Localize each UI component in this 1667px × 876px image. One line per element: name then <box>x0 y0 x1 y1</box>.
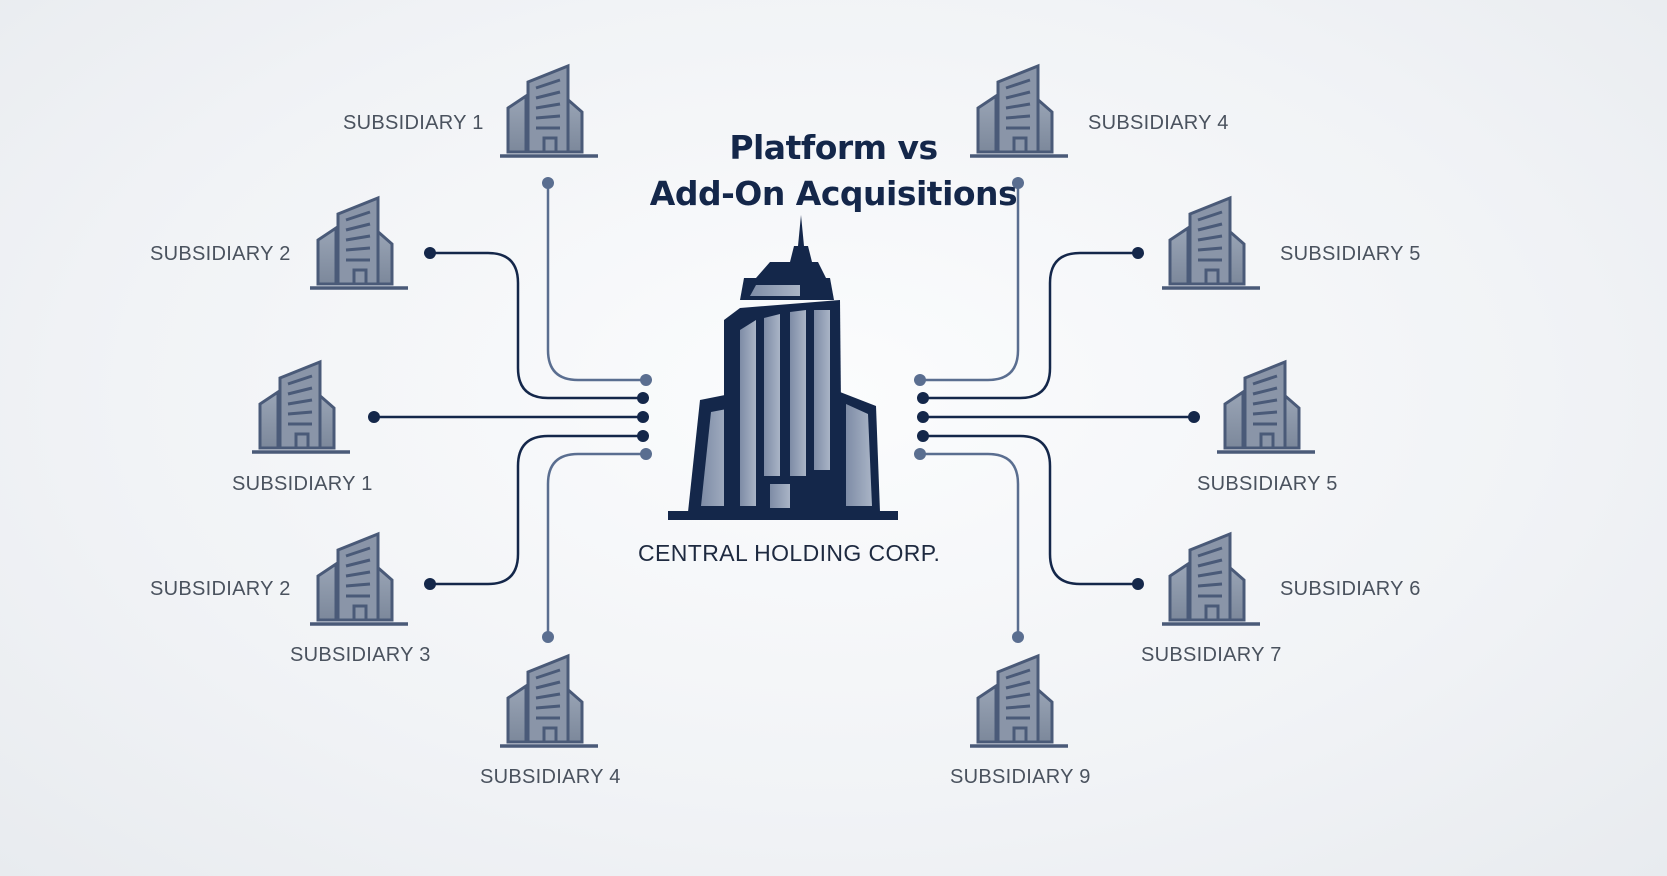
connector-line <box>546 452 646 637</box>
subsidiary-building-icon <box>308 532 410 626</box>
connector-node <box>917 430 929 442</box>
subsidiary-label: SUBSIDIARY 2 <box>150 578 291 600</box>
central-holding-label: CENTRAL HOLDING CORP. <box>638 540 941 566</box>
connector-node <box>1012 177 1024 189</box>
connector-node <box>914 448 926 460</box>
central-skyscraper-icon <box>668 215 898 520</box>
left-connectors <box>368 177 652 643</box>
connector-line <box>923 251 1138 400</box>
connector-node <box>637 392 649 404</box>
right-connectors <box>914 177 1200 643</box>
subsidiary-building-icon <box>968 654 1070 748</box>
subsidiary-building-icon <box>308 196 410 290</box>
title-line-2: Add-On Acquisitions <box>649 174 1018 213</box>
subsidiary-label: SUBSIDIARY 6 <box>1280 578 1421 600</box>
connector-node <box>1132 247 1144 259</box>
subsidiary-building-icon <box>1215 360 1317 454</box>
connector-line <box>430 434 643 586</box>
subsidiary-label: SUBSIDIARY 5 <box>1280 243 1421 265</box>
connector-node <box>637 430 649 442</box>
subsidiary-label: SUBSIDIARY 7 <box>1141 644 1282 666</box>
subsidiary-building-icon <box>498 654 600 748</box>
subsidiary-building-icon <box>250 360 352 454</box>
connector-line <box>546 183 646 382</box>
subsidiary-label: SUBSIDIARY 5 <box>1197 473 1338 495</box>
connector-node <box>424 247 436 259</box>
subsidiary-label: SUBSIDIARY 1 <box>232 473 373 495</box>
connector-line <box>923 434 1138 586</box>
subsidiary-label: SUBSIDIARY 1 <box>343 112 484 134</box>
connector-node <box>640 374 652 386</box>
connector-node <box>914 374 926 386</box>
title-line-1: Platform vs <box>729 128 938 167</box>
connector-node <box>917 392 929 404</box>
subsidiary-label: SUBSIDIARY 4 <box>480 766 621 788</box>
connector-node <box>637 411 649 423</box>
connector-line <box>920 452 1020 637</box>
connector-line <box>430 251 643 400</box>
connector-node <box>542 631 554 643</box>
subsidiary-label: SUBSIDIARY 3 <box>290 644 431 666</box>
subsidiary-label: SUBSIDIARY 4 <box>1088 112 1229 134</box>
connector-node <box>542 177 554 189</box>
subsidiary-label: SUBSIDIARY 9 <box>950 766 1091 788</box>
connector-line <box>920 183 1020 382</box>
subsidiary-building-icon <box>1160 532 1262 626</box>
connector-node <box>917 411 929 423</box>
connector-node <box>640 448 652 460</box>
connector-node <box>1012 631 1024 643</box>
connector-node <box>1188 411 1200 423</box>
subsidiary-building-icon <box>1160 196 1262 290</box>
subsidiary-label: SUBSIDIARY 2 <box>150 243 291 265</box>
connector-node <box>424 578 436 590</box>
connector-node <box>368 411 380 423</box>
connector-node <box>1132 578 1144 590</box>
